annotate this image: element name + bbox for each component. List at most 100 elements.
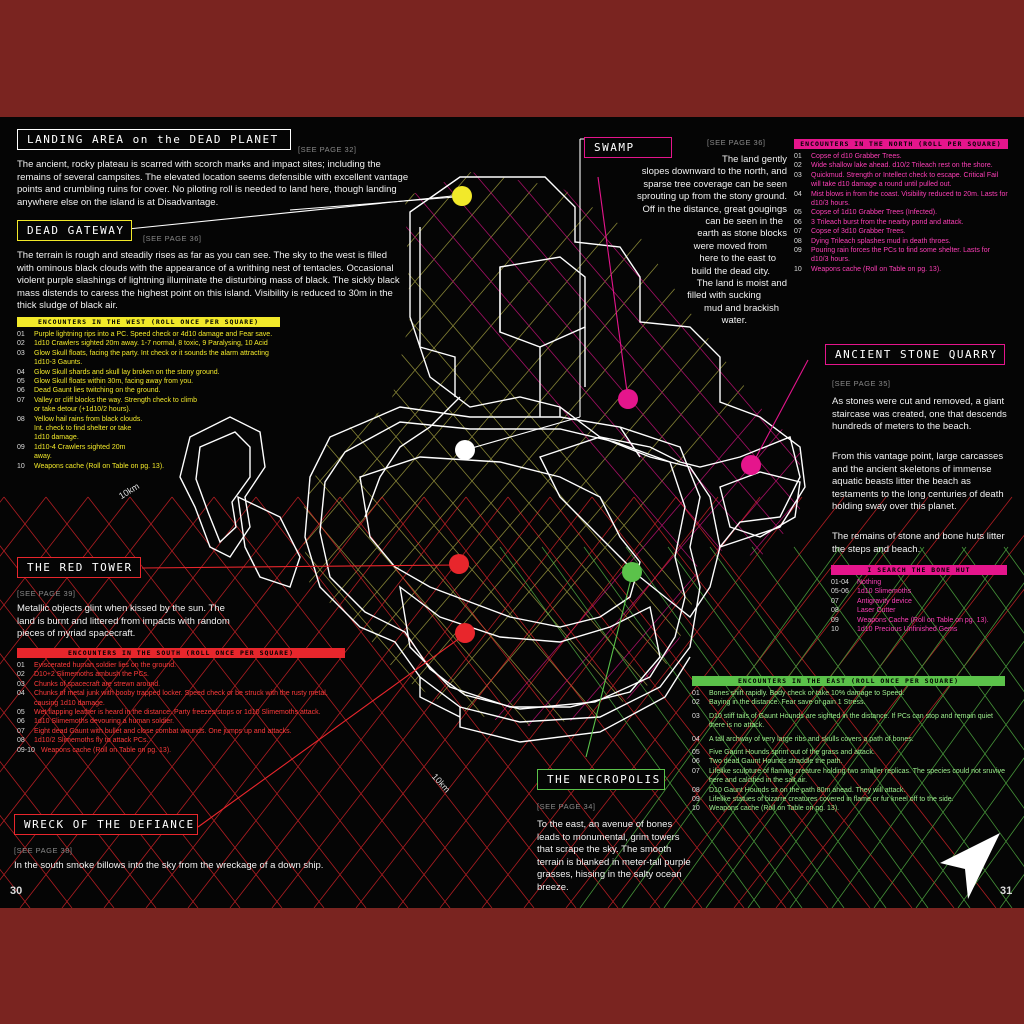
grid-line — [1020, 117, 1024, 817]
grid-line — [300, 172, 671, 727]
grid-line — [709, 546, 971, 908]
grid-line — [311, 172, 800, 727]
grid-line — [373, 172, 800, 727]
grid-line — [507, 496, 829, 908]
grid-line — [499, 546, 761, 908]
grid-line — [171, 496, 493, 908]
grid-line — [541, 546, 803, 908]
marker-necropolis — [622, 562, 642, 582]
gateway-ref: [SEE PAGE 36] — [143, 234, 202, 243]
grid-line — [663, 546, 925, 908]
grid-line — [300, 172, 685, 727]
grid-line — [957, 815, 1024, 908]
grid-line — [300, 172, 709, 727]
grid-line — [300, 172, 595, 727]
grid-line — [0, 814, 73, 908]
grid-line — [591, 496, 913, 908]
grid-line — [0, 545, 283, 908]
grid-line — [463, 172, 800, 727]
grid-line — [549, 496, 871, 908]
grid-line — [19, 496, 341, 908]
landing-text: The ancient, rocky plateau is scarred wi… — [17, 159, 409, 208]
grid-line — [675, 496, 997, 908]
grid-line — [300, 172, 633, 727]
swamp-title: SWAMP — [584, 137, 672, 158]
grid-line — [61, 496, 383, 908]
grid-line — [255, 496, 577, 908]
marker-swamp — [618, 389, 638, 409]
swamp-ref: [SEE PAGE 36] — [707, 138, 766, 147]
compass-arrow-icon — [940, 833, 1000, 899]
grid-line — [915, 757, 1024, 908]
grid-line — [87, 496, 409, 908]
grid-line — [300, 172, 557, 727]
grid-line — [705, 546, 967, 908]
grid-line — [747, 546, 1009, 908]
grid-line — [397, 496, 719, 908]
grid-line — [411, 172, 800, 727]
grid-line — [835, 546, 1024, 809]
grid-line — [129, 496, 451, 908]
gateway-title: DEAD GATEWAY — [17, 220, 132, 241]
grid-line — [667, 546, 929, 908]
quarry-ref: [SEE PAGE 35] — [832, 379, 891, 388]
page-number-left: 30 — [10, 885, 23, 897]
defiance-title: WRECK OF THE DEFIANCE — [14, 814, 198, 835]
grid-line — [229, 496, 551, 908]
redtower-title: THE RED TOWER — [17, 557, 141, 578]
grid-line — [625, 546, 887, 908]
grid-line — [355, 496, 677, 908]
grid-line — [0, 496, 215, 773]
grid-line — [961, 546, 1024, 634]
grid-line — [481, 496, 803, 908]
grid-line — [487, 172, 800, 727]
redtower-text: Metallic objects glint when kissed by th… — [17, 603, 230, 639]
grid-line — [300, 172, 519, 727]
grid-line — [501, 172, 800, 727]
grid-line — [919, 546, 1024, 693]
grid-line — [300, 172, 647, 727]
grid-line — [579, 546, 841, 908]
marker-redtower — [449, 554, 469, 574]
grid-line — [0, 599, 241, 908]
defiance-ref: [SEE PAGE 38] — [14, 846, 73, 855]
quarry-p1: As stones were cut and removed, a giant … — [832, 396, 1007, 432]
marker-defiance — [455, 623, 475, 643]
book-spread: 10km 10km LANDING AREA on the DEAD PLANE… — [0, 117, 1024, 908]
grid-line — [751, 546, 1013, 908]
grid-line — [775, 588, 1024, 908]
redtower-ref: [SEE PAGE 39] — [17, 589, 76, 598]
quarry-p3: The remains of stone and bone huts litte… — [832, 531, 1005, 555]
grid-line — [621, 546, 883, 908]
grid-line — [465, 496, 787, 908]
